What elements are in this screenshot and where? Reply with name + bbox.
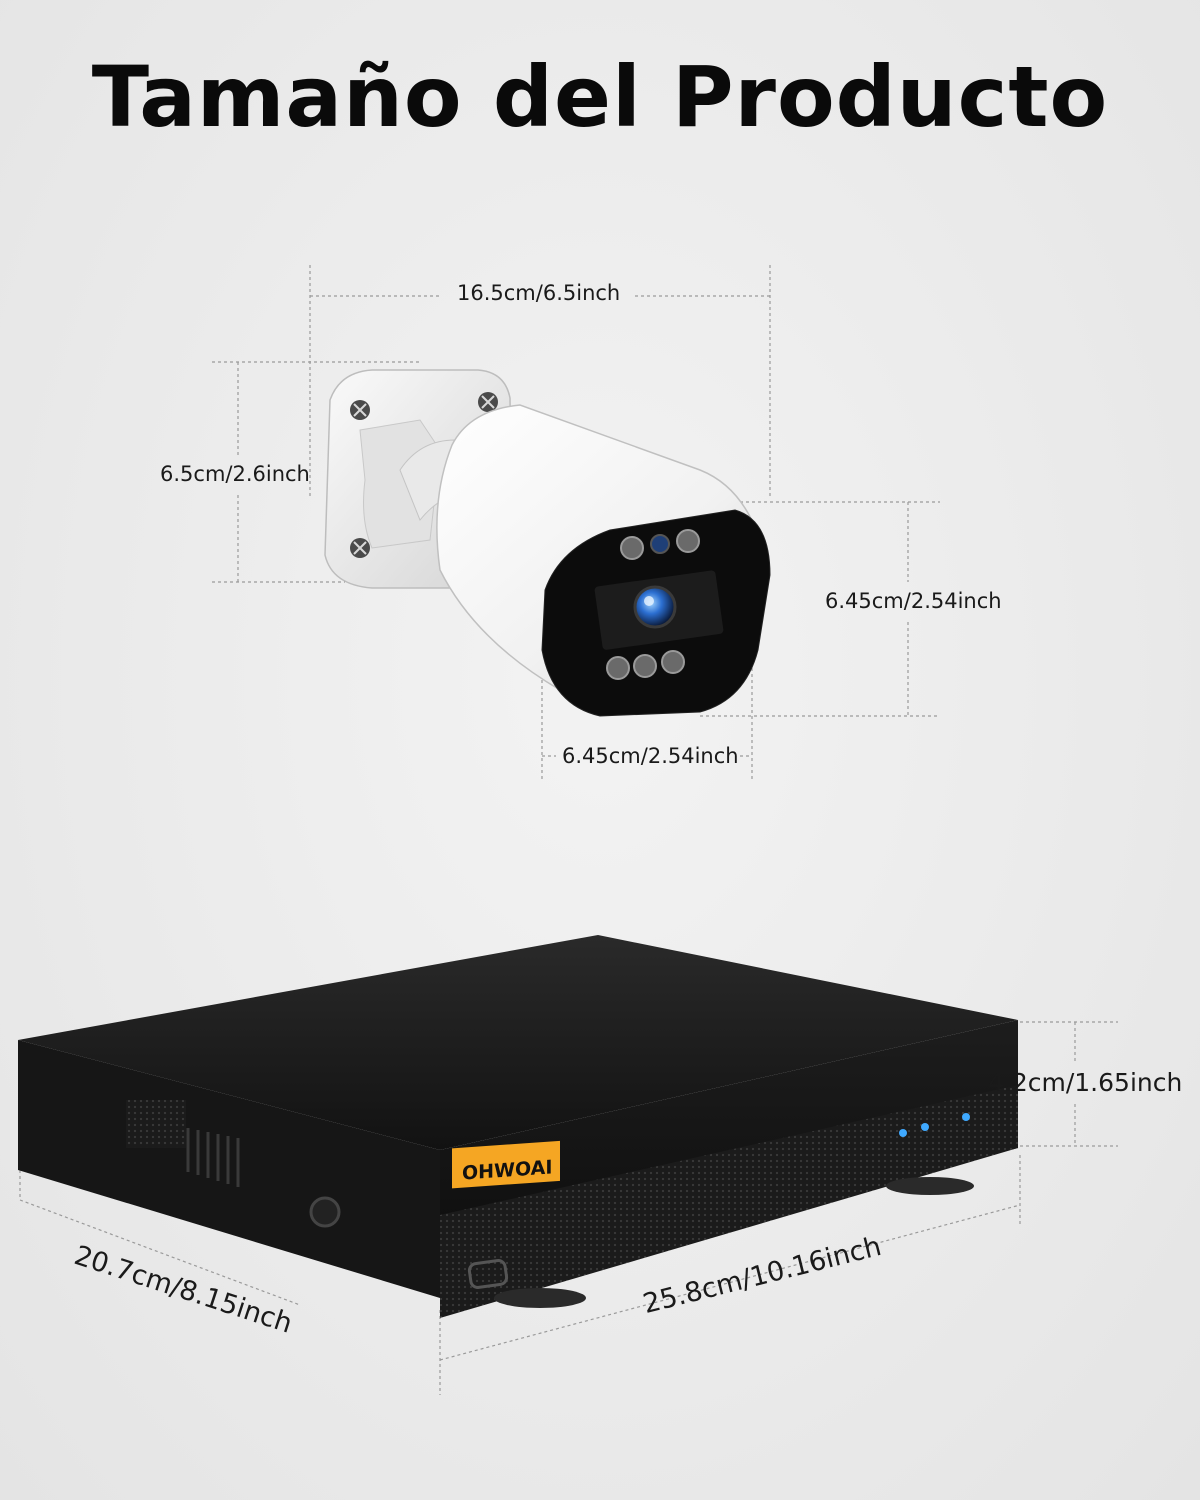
recorder-brand-badge xyxy=(452,1140,560,1189)
camera-mount-height-label: 6.5cm/2.6inch xyxy=(160,462,310,486)
vent-grille xyxy=(126,1100,240,1187)
camera-dimension-lines xyxy=(212,265,940,780)
camera-lens xyxy=(633,585,677,629)
status-led-icon xyxy=(899,1113,970,1137)
ir-led-icon xyxy=(606,529,700,680)
bullet-camera xyxy=(324,369,771,717)
recorder-dimension-lines xyxy=(19,1021,1118,1395)
recorder-top xyxy=(18,935,1018,1150)
recorder-height-label: 4.2cm/1.65inch xyxy=(988,1068,1183,1097)
camera-width-label: 16.5cm/6.5inch xyxy=(457,281,621,305)
page-title: Tamaño del Producto xyxy=(91,48,1109,146)
camera-front-width-label: 6.45cm/2.54inch xyxy=(562,744,739,768)
power-port-icon xyxy=(309,1196,341,1228)
camera-front-height-label: 6.45cm/2.54inch xyxy=(825,589,1002,613)
nvr-recorder: OHWOAI xyxy=(18,935,1018,1318)
usb-port-icon xyxy=(467,1259,509,1289)
